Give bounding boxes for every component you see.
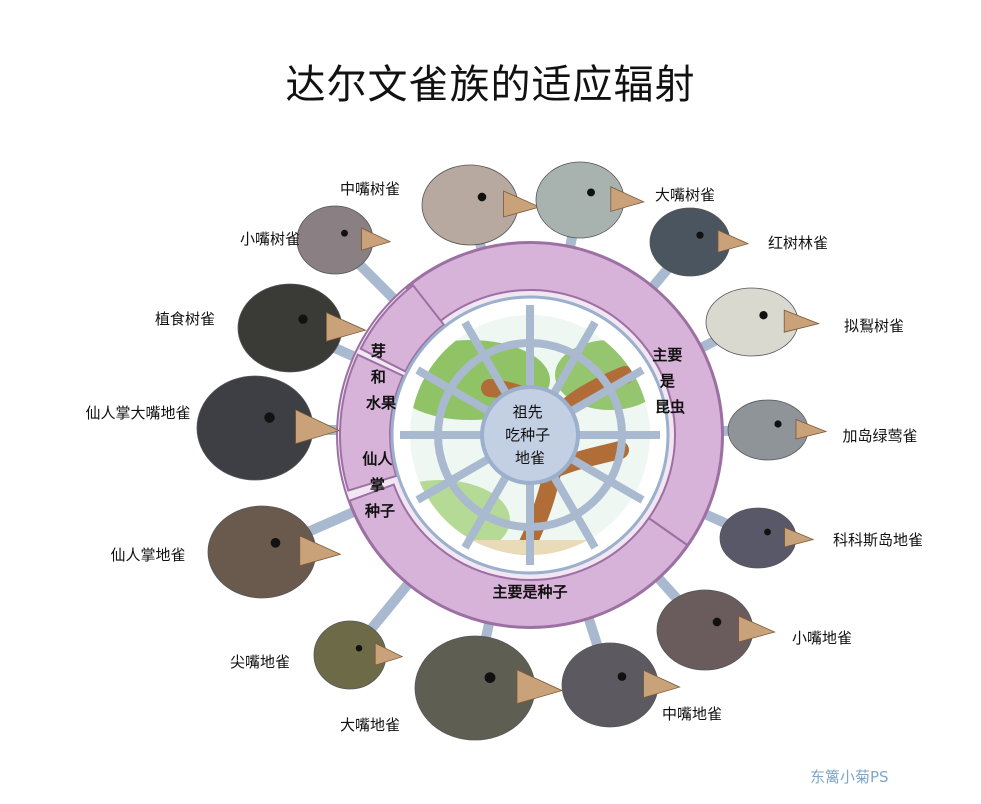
eye (774, 420, 782, 428)
beak (295, 409, 341, 445)
eye (712, 617, 722, 627)
inner-branches (400, 305, 660, 565)
diet-band-segment (405, 242, 723, 547)
diet-band-segment (339, 353, 405, 492)
beak (326, 311, 367, 342)
diet-label-seeds: 主要是种子 (492, 583, 567, 601)
beak (374, 642, 404, 666)
beak (503, 190, 541, 218)
center-label: 祖先 吃种子 地雀 (505, 403, 555, 467)
bird-head (207, 505, 342, 599)
beak (516, 669, 564, 705)
bird-head (414, 635, 564, 741)
beak (361, 227, 392, 251)
bird-head (561, 642, 681, 728)
bird-head (727, 399, 828, 461)
diet-label-insects: 主要 是 昆虫 (652, 346, 687, 416)
beak (643, 669, 681, 699)
eye (477, 192, 487, 202)
diet-label-cactus: 仙人 掌 种子 (362, 450, 397, 520)
bird-label: 仙人掌地雀 (110, 546, 185, 564)
center-circle (480, 385, 580, 485)
eye (764, 528, 771, 536)
beak (717, 229, 750, 253)
bird-label: 尖嘴地雀 (230, 653, 290, 671)
beak (738, 615, 776, 643)
bird-label: 科科斯岛地雀 (833, 531, 923, 549)
eye (696, 231, 704, 239)
eye (298, 314, 308, 324)
center-line-2: 吃种子 (505, 426, 550, 444)
bird-head (719, 507, 815, 569)
beak (795, 418, 828, 440)
bird-heads (196, 161, 828, 741)
eye (270, 537, 281, 548)
eye (341, 229, 348, 237)
beak (299, 535, 342, 567)
bird-label: 中嘴地雀 (662, 705, 722, 723)
diet-band-segment (348, 483, 689, 628)
eye (264, 412, 275, 423)
eye (587, 188, 595, 197)
diet-band (339, 242, 723, 628)
bird-label: 拟鴷树雀 (844, 317, 904, 335)
bird-head (313, 620, 404, 690)
eye (759, 311, 768, 320)
watermark: 东篱小菊PS (810, 768, 889, 786)
bird-head (196, 375, 341, 481)
center-line-1: 祖先 (513, 403, 543, 421)
bird-head (421, 164, 541, 246)
bird-label: 大嘴地雀 (340, 716, 400, 734)
bird-label: 小嘴地雀 (792, 629, 852, 647)
eye (484, 672, 496, 683)
bird-label: 大嘴树雀 (655, 186, 715, 204)
bird-label: 仙人掌大嘴地雀 (85, 404, 190, 422)
bird-labels: 中嘴树雀 大嘴树雀 红树林雀 拟鴷树雀 加岛绿莺雀 科科斯岛地雀 小嘴地雀 中嘴… (85, 180, 923, 734)
bird-label: 植食树雀 (155, 310, 215, 328)
bird-head (649, 207, 750, 277)
bird-head (705, 287, 821, 357)
beak (784, 526, 815, 548)
bird-head (296, 205, 392, 275)
bird-head (535, 161, 645, 239)
bird-label: 小嘴树雀 (240, 230, 300, 248)
eye (617, 672, 627, 681)
center-line-3: 地雀 (515, 449, 545, 467)
diet-label-buds: 芽 和 水果 (366, 342, 397, 412)
bird-label: 中嘴树雀 (340, 180, 400, 198)
page-title: 达尔文雀族的适应辐射 (285, 62, 696, 108)
beak (783, 309, 821, 333)
bird-label: 红树林雀 (768, 234, 828, 252)
bird-head (237, 283, 367, 373)
eye (355, 644, 363, 652)
diet-band-segment (359, 283, 446, 373)
bird-head (656, 589, 776, 671)
bird-label: 加岛绿莺雀 (842, 427, 917, 445)
inner-branch-ring (434, 339, 626, 531)
beak (610, 186, 645, 212)
